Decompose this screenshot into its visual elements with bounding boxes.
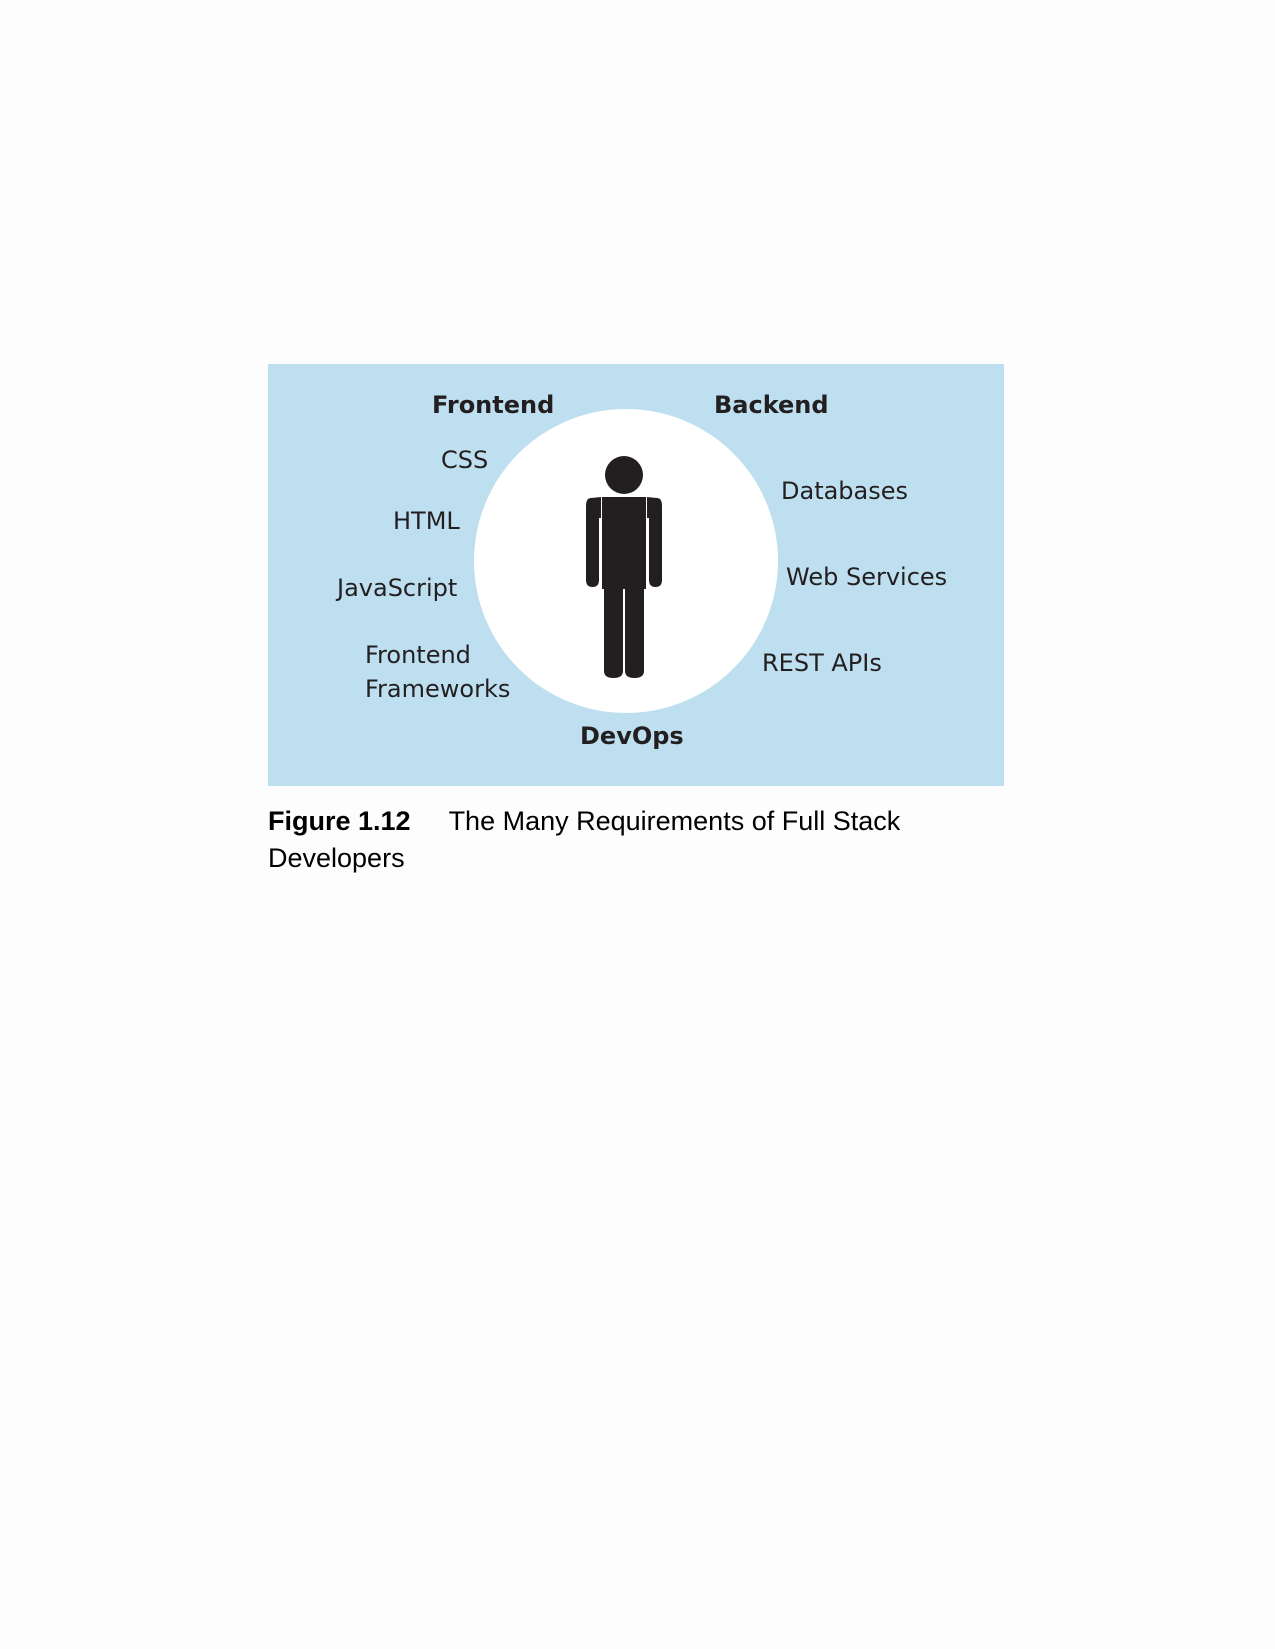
- backend-item-databases: Databases: [781, 477, 909, 505]
- diagram-panel: Frontend CSS HTML JavaScript Frontend Fr…: [268, 364, 1004, 786]
- devops-heading: DevOps: [580, 722, 684, 750]
- figure-caption-text: The Many Requirements of Full Stack Deve…: [268, 806, 901, 873]
- backend-heading: Backend: [714, 391, 829, 419]
- backend-item-web-services: Web Services: [786, 563, 948, 591]
- frontend-heading: Frontend: [432, 391, 555, 419]
- backend-item-rest-apis: REST APIs: [762, 649, 882, 677]
- frontend-item-html: HTML: [393, 507, 460, 535]
- person-icon: [586, 456, 662, 678]
- figure-number: Figure 1.12: [268, 806, 411, 836]
- frontend-item-css: CSS: [441, 446, 489, 474]
- frontend-item-frameworks-line1: Frontend: [365, 641, 471, 669]
- frontend-item-frameworks-line2: Frameworks: [365, 675, 511, 703]
- frontend-item-javascript: JavaScript: [337, 574, 458, 602]
